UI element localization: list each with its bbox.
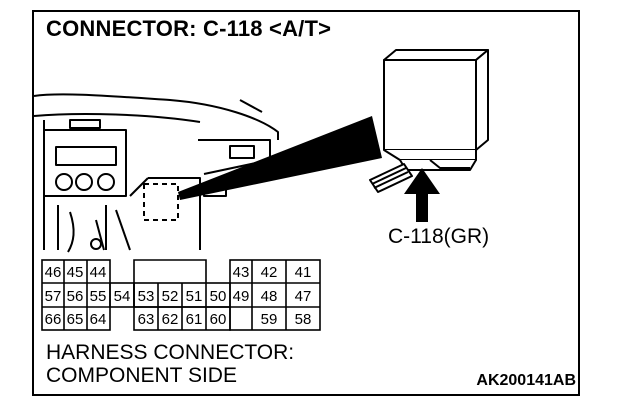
pin-label: 46 [45,264,62,281]
pin-label: 41 [295,264,312,281]
pin-label: 57 [45,288,62,305]
pin-label: 61 [186,311,203,328]
pin-label: 51 [186,288,203,305]
pin-label: 44 [90,264,107,281]
pin-label: 47 [295,288,312,305]
pin-label: 49 [233,288,250,305]
caption-line-2: COMPONENT SIDE [46,364,237,387]
pin-label: 59 [261,311,278,328]
pin-label: 55 [90,288,107,305]
pin-label: 65 [67,311,84,328]
pin-label: 66 [45,311,62,328]
pin-label: 54 [114,288,131,305]
diagram-frame [32,10,580,396]
pin-label: 56 [67,288,84,305]
figure-code: AK200141AB [476,372,576,389]
connector-location-box [143,183,179,221]
caption-line-1: HARNESS CONNECTOR: [46,341,295,364]
pin-label: 64 [90,311,107,328]
connector-pin-grid [41,259,321,331]
page-title: CONNECTOR: C-118 <A/T> [46,16,332,41]
pin-label: 58 [295,311,312,328]
projection-beam [178,116,382,200]
connector-callout-label: C-118(GR) [388,225,490,248]
pin-label: 42 [261,264,278,281]
pin-label: 63 [138,311,155,328]
pin-label: 50 [210,288,227,305]
pointer-arrow [404,168,440,222]
pin-label: 52 [162,288,179,305]
pin-label: 53 [138,288,155,305]
pin-label: 48 [261,288,278,305]
pin-labels: 46 45 44 43 42 41 57 56 55 54 53 52 51 5… [45,264,312,328]
pin-label: 43 [233,264,250,281]
pin-label: 60 [210,311,227,328]
pin-label: 62 [162,311,179,328]
pin-label: 45 [67,264,84,281]
control-unit-drawing [369,49,489,193]
